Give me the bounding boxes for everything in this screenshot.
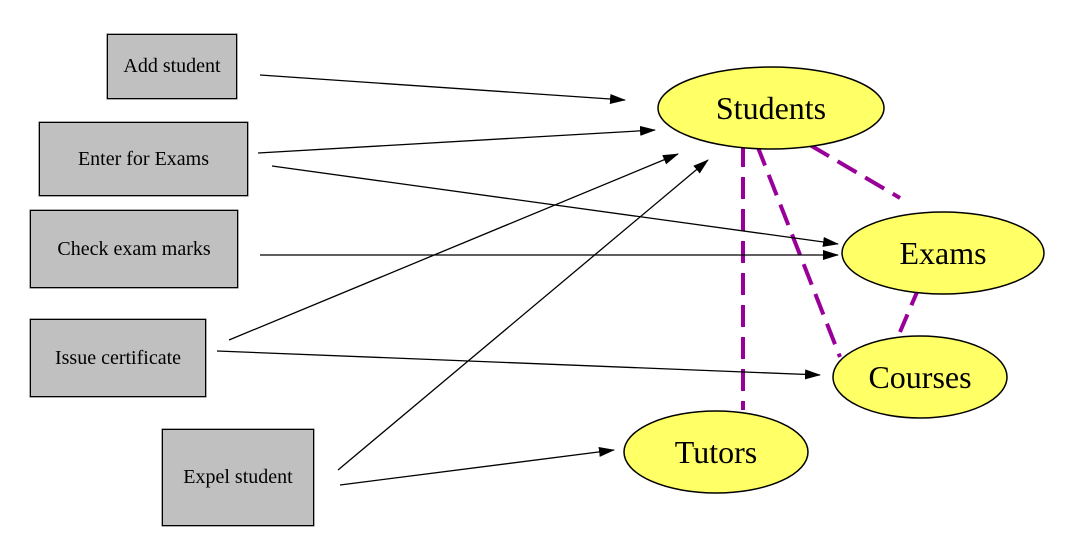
entity-tutors: Tutors [623,410,809,494]
process-add-student: Add student [107,34,237,99]
arrow-add-student-to-students [259,74,626,104]
arrow-issue-cert-to-courses [216,350,821,380]
entity-courses: Courses [832,335,1008,419]
entity-label: Courses [868,359,971,395]
arrow-issue-cert-to-students [228,153,679,341]
relationship-students-courses [755,144,842,358]
arrow-expel-to-tutors [339,446,615,486]
process-label: Check exam marks [57,237,211,260]
process-label: Issue certificate [54,346,182,369]
entity-students: Students [657,66,885,150]
process-check-exam-marks: Check exam marks [30,210,238,288]
entity-label: Students [716,90,826,126]
arrow-expel-to-students [337,159,709,471]
flows [216,74,839,486]
process-label: Enter for Exams [77,147,210,170]
relationship-students-exams [808,143,902,200]
entity-exams: Exams [841,211,1045,295]
arrow-enter-exams-to-students [257,125,656,154]
process-expel-student: Expel student [162,429,314,526]
entity-label: Exams [899,235,986,271]
process-label: Expel student [183,466,293,488]
process-issue-certificate: Issue certificate [30,319,206,397]
process-label: Add student [123,55,221,77]
process-enter-for-exams: Enter for Exams [39,122,248,196]
entity-label: Tutors [675,434,757,470]
